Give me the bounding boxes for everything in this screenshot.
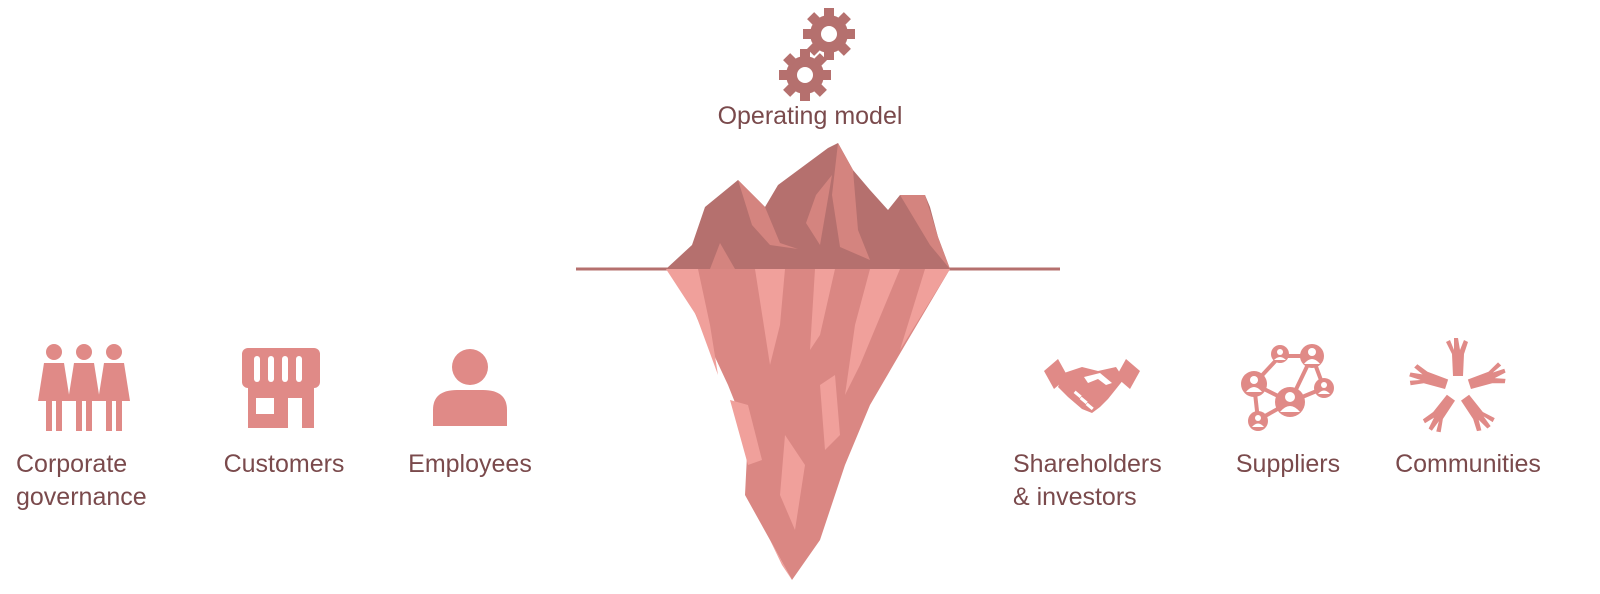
employees-label: Employees <box>385 448 555 481</box>
handshake-icon <box>1042 355 1142 417</box>
people-group-icon <box>34 343 134 433</box>
iceberg-icon <box>570 135 1070 590</box>
person-icon <box>431 348 509 428</box>
network-icon <box>1234 342 1338 434</box>
gears-icon <box>772 4 864 102</box>
communities-label: Communities <box>1378 448 1558 481</box>
corporate-governance-line2: governance <box>16 481 147 514</box>
corporate-governance-line1: Corporate <box>16 448 147 481</box>
shareholders-label: Shareholders & investors <box>1013 448 1162 514</box>
corporate-governance-label: Corporate governance <box>16 448 147 514</box>
storefront-icon <box>238 348 324 430</box>
shareholders-line1: Shareholders <box>1013 448 1162 481</box>
operating-model-label: Operating model <box>690 100 930 133</box>
shareholders-line2: & investors <box>1013 481 1162 514</box>
suppliers-label: Suppliers <box>1215 448 1361 481</box>
customers-label: Customers <box>200 448 368 481</box>
hands-circle-icon <box>1403 338 1513 438</box>
